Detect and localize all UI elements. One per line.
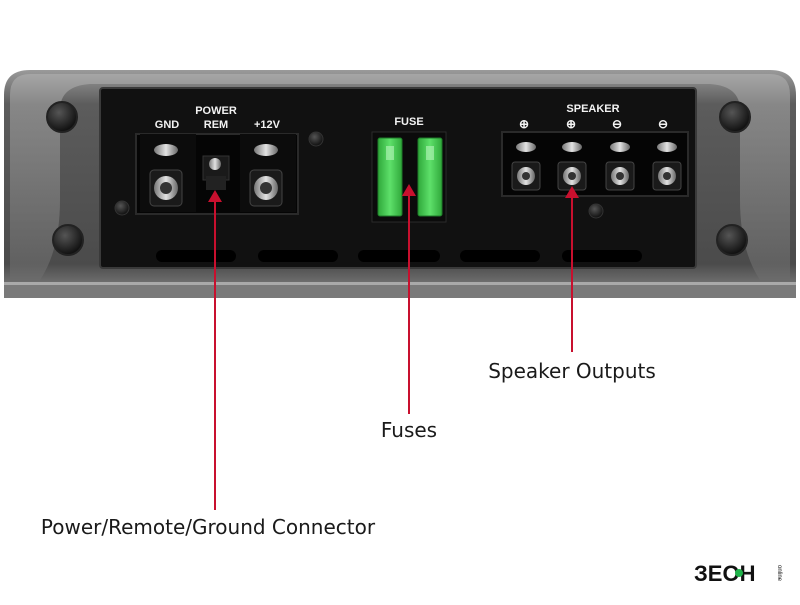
gnd-label: GND: [155, 119, 180, 131]
rem-terminal[interactable]: [202, 155, 230, 190]
speaker-polarity-1: ⊕: [519, 117, 529, 131]
small-screw-icon: [308, 131, 324, 147]
speaker-terminal-4[interactable]: [652, 142, 682, 191]
gnd-terminal[interactable]: [149, 144, 183, 207]
screw-icon: [52, 224, 84, 256]
speaker-terminal-2[interactable]: [557, 142, 587, 191]
fuse-right[interactable]: [417, 137, 443, 217]
screw-icon: [716, 224, 748, 256]
callout-arrows: [208, 184, 579, 510]
speaker-polarity-2: ⊕: [566, 117, 576, 131]
vent-slots: [156, 250, 642, 262]
plus12v-label: +12V: [254, 119, 281, 131]
logo-small-text: online: [776, 565, 782, 582]
speaker-outputs-arrow: [565, 186, 579, 352]
speaker-label: SPEAKER: [566, 103, 619, 115]
speaker-terminal-1[interactable]: [511, 142, 541, 191]
power-connector-callout: Power/Remote/Ground Connector: [41, 515, 376, 539]
fuse-label: FUSE: [394, 116, 423, 128]
screw-icon: [719, 101, 751, 133]
brand-logo: ЗЕОН online: [694, 561, 792, 586]
fuse-left[interactable]: [377, 137, 403, 217]
power-label: POWER: [195, 105, 237, 117]
fuses-arrow: [402, 184, 416, 414]
power-connector-arrow: [208, 190, 222, 510]
speaker-terminal-block[interactable]: [501, 131, 689, 197]
chassis-screws: [46, 101, 751, 256]
logo-o-accent: [735, 569, 743, 577]
screw-icon: [46, 101, 78, 133]
plus12v-terminal[interactable]: [249, 144, 283, 207]
speaker-outputs-callout: Speaker Outputs: [488, 359, 656, 383]
rem-label: REM: [204, 119, 228, 131]
speaker-polarity-4: ⊖: [658, 117, 668, 131]
fuses-callout: Fuses: [381, 418, 437, 442]
small-screw-icon: [114, 200, 130, 216]
small-screw-icon: [588, 203, 604, 219]
power-terminal-block[interactable]: [135, 133, 299, 215]
logo-text: ЗЕОН: [694, 561, 755, 585]
speaker-polarity-3: ⊖: [612, 117, 622, 131]
speaker-terminal-3[interactable]: [605, 142, 635, 191]
